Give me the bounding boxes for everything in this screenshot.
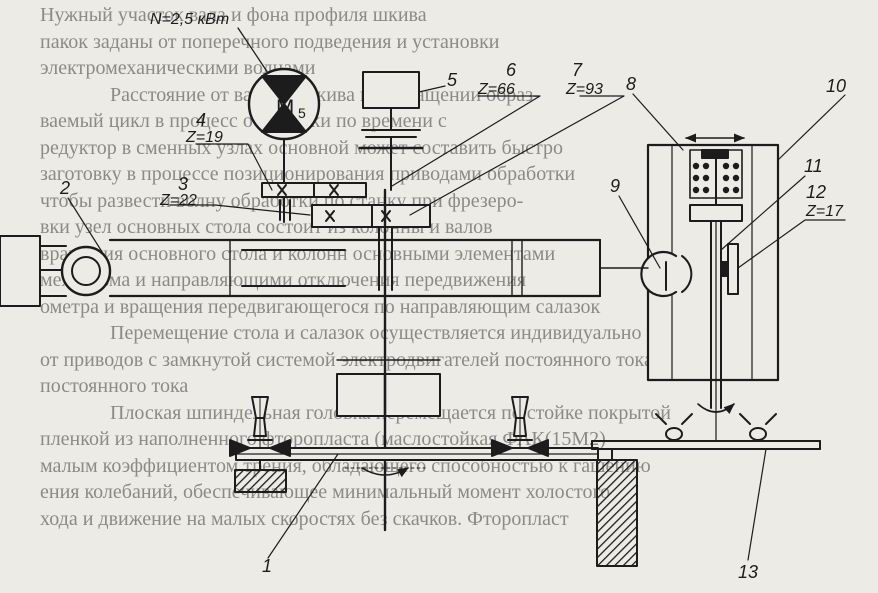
label-9: 9 bbox=[610, 176, 620, 196]
text-line: хода и движение на малых скоростях без с… bbox=[40, 507, 569, 530]
label-1: 1 bbox=[262, 556, 272, 576]
label-2: 2 bbox=[59, 178, 70, 198]
motor-power-label: N=2,5 кВт bbox=[150, 11, 229, 28]
text-line: пакок заданы от поперечного подведения и… bbox=[40, 30, 500, 53]
label-4: 4 bbox=[196, 110, 206, 130]
text-line: ения колебаний, обеспечивающее минимальн… bbox=[40, 481, 611, 503]
teeth-z6: Z=66 bbox=[477, 81, 515, 98]
motor-name: M bbox=[276, 95, 294, 120]
text-line: Перемещение стола и салазок осуществляет… bbox=[110, 322, 642, 344]
text-line: редуктор в сменных узлах основной может … bbox=[40, 136, 564, 159]
teeth-z4: Z=19 bbox=[185, 129, 223, 146]
text-line: вращения основного стола и колонн основн… bbox=[40, 242, 556, 265]
text-line: ваемый цикл в процесс обработки по време… bbox=[40, 110, 447, 132]
text-line: заготовку в процессе позиционирования пр… bbox=[40, 163, 576, 185]
tool-holder-right bbox=[491, 396, 549, 457]
label-11: 11 bbox=[804, 156, 823, 176]
label-3: 3 bbox=[178, 174, 188, 194]
label-7: 7 bbox=[572, 60, 583, 80]
label-10: 10 bbox=[826, 76, 846, 96]
teeth-z7: Z=93 bbox=[565, 81, 603, 98]
label-13: 13 bbox=[738, 562, 758, 582]
label-5: 5 bbox=[447, 70, 458, 90]
text-line: постоянного тока bbox=[40, 375, 189, 397]
text-line: ометра и вращения передвигающегося по на… bbox=[40, 295, 601, 318]
motor-m5: M 5 bbox=[247, 67, 321, 141]
slide-block bbox=[336, 373, 441, 417]
text-line: механизма и направляющими отключения пер… bbox=[40, 269, 527, 291]
label-12: 12 bbox=[806, 182, 826, 202]
text-line: электромеханическими волнами bbox=[40, 57, 316, 79]
unit-5-box bbox=[362, 71, 420, 109]
text-line: Нужный участок вала и фона профиля шкива bbox=[40, 4, 427, 26]
label-6: 6 bbox=[506, 60, 517, 80]
text-line: пленкой из наполненного фторопласта (мас… bbox=[40, 428, 606, 450]
scheme-labels: 5 6 Z=66 7 Z=93 4 Z=19 3 Z=22 2 1 8 10 9… bbox=[59, 60, 846, 582]
screw-2-nut bbox=[60, 245, 112, 297]
tool-holder-left bbox=[229, 396, 291, 457]
label-8: 8 bbox=[626, 74, 636, 94]
teeth-z3: Z=22 bbox=[159, 192, 197, 209]
teeth-z12: Z=17 bbox=[805, 203, 844, 220]
motor-index: 5 bbox=[298, 105, 306, 121]
